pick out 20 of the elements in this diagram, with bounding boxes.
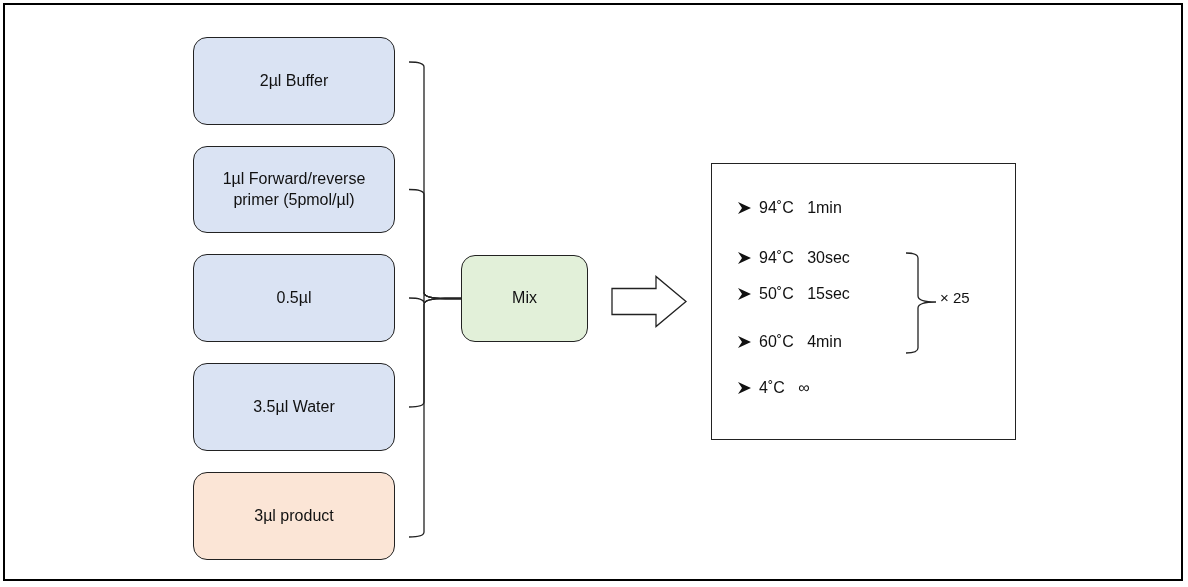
step-text: 60˚C 4min: [759, 332, 842, 352]
step-text: 50˚C 15sec: [759, 284, 850, 304]
reagent-box: [193, 254, 395, 342]
step-text: 94˚C 30sec: [759, 248, 850, 268]
repeat-count: × 25: [940, 288, 970, 308]
box-text: 2µl Buffer: [259, 70, 329, 91]
box-text: Mix: [512, 288, 537, 309]
box-text: 3.5µl Water: [253, 396, 335, 417]
reagent-box: [193, 472, 395, 560]
program-box: [711, 163, 1016, 440]
reagent-box: [193, 37, 395, 125]
step-text: 94˚C 1min: [759, 198, 842, 218]
box-text: 3µl product: [254, 505, 334, 526]
box-text: 1µl Forward/reverse primer (5pmol/µl): [221, 168, 367, 210]
reagent-box: [193, 146, 395, 233]
step-text: 4˚C ∞: [759, 378, 810, 398]
box-text: 0.5µl: [276, 287, 312, 308]
block-arrow: [611, 275, 687, 328]
mix-box: [461, 255, 588, 342]
reagent-box: [193, 363, 395, 451]
